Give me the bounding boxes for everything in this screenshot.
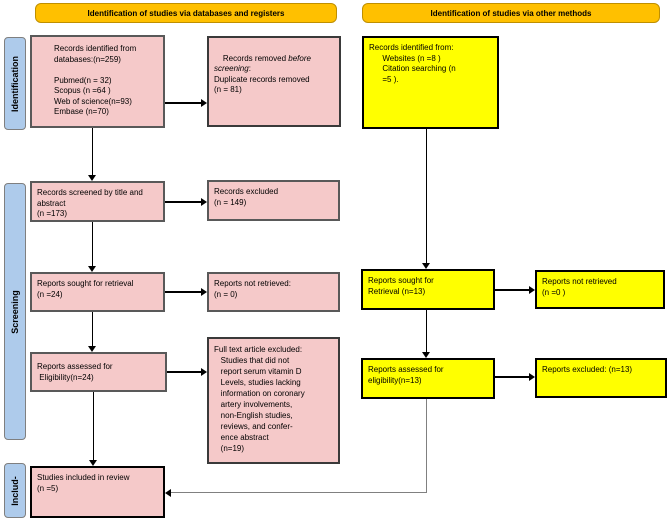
other-reports-not-retrieved-box: Reports not retrieved (n =0 ) (535, 270, 665, 309)
arrow-identified-to-screened-line (91, 128, 93, 175)
connector-otherassessed-horizontal-line (171, 491, 427, 493)
arrow-identified-to-removed-line (165, 102, 201, 104)
records-removed-italic: before screening (214, 53, 311, 74)
arrow-screened-to-sought-head-icon (88, 266, 96, 272)
arrow-identified-to-screened-head-icon (88, 175, 96, 181)
arrow-othersought-to-notretrieved-head-icon (529, 285, 535, 294)
records-excluded-box: Records excluded (n = 149) (207, 180, 340, 221)
arrow-assessed-to-included-head-icon (89, 460, 97, 466)
studies-included-box: Studies included in review (n =5) (30, 466, 165, 518)
arrow-otheridentified-to-sought-line (425, 129, 427, 263)
arrow-sought-to-notretrieved-head-icon (201, 287, 207, 296)
arrow-othersought-to-assessed-line (425, 310, 427, 352)
records-screened-box: Records screened by title and abstract (… (30, 181, 165, 222)
phase-label-included-text: Includ- (10, 475, 20, 506)
phase-label-identification-text: Identification (10, 55, 20, 112)
arrow-sought-to-notretrieved-line (165, 291, 201, 293)
arrow-screened-to-excluded-head-icon (201, 197, 207, 206)
phase-label-screening-text: Screening (10, 289, 21, 334)
arrow-identified-to-removed-head-icon (201, 98, 207, 107)
phase-label-screening: Screening (4, 183, 26, 440)
phase-label-included: Includ- (4, 463, 26, 518)
records-identified-databases-box: Records identified from databases:(n=259… (30, 35, 165, 128)
arrow-otheridentified-to-sought-head-icon (422, 263, 430, 269)
arrow-otherassessed-to-excluded-head-icon (529, 372, 535, 381)
reports-assessed-eligibility-box: Reports assessed for Eligibility(n=24) (30, 352, 167, 392)
header-other-methods: Identification of studies via other meth… (362, 3, 660, 23)
reports-sought-retrieval-box: Reports sought for retrieval (n =24) (30, 272, 165, 312)
arrow-screened-to-excluded-line (165, 201, 201, 203)
arrow-assessed-to-fulltext-line (167, 371, 201, 373)
fulltext-excluded-box: Full text article excluded: Studies that… (207, 337, 340, 464)
other-reports-excluded-box: Reports excluded: (n=13) (535, 358, 667, 398)
header-databases-registers: Identification of studies via databases … (35, 3, 337, 23)
records-identified-other-box: Records identified from: Websites (n =8 … (362, 36, 499, 129)
connector-into-included-head-icon (165, 488, 171, 497)
records-removed-before-screening-box: Records removed before screening: Duplic… (207, 36, 341, 127)
other-reports-sought-box: Reports sought for Retrieval (n=13) (361, 269, 495, 310)
phase-label-identification: Identification (4, 37, 26, 130)
arrow-othersought-to-assessed-head-icon (422, 352, 430, 358)
reports-not-retrieved-box: Reports not retrieved: (n = 0) (207, 272, 340, 312)
arrow-otherassessed-to-excluded-line (495, 376, 529, 378)
arrow-sought-to-assessed-line (91, 312, 93, 346)
connector-otherassessed-vertical-line (425, 399, 427, 493)
arrow-sought-to-assessed-head-icon (88, 346, 96, 352)
arrow-othersought-to-notretrieved-line (495, 289, 529, 291)
arrow-assessed-to-fulltext-head-icon (201, 367, 207, 376)
records-removed-suffix: : Duplicate records removed (n = 81) (214, 64, 310, 94)
records-removed-prefix: Records removed (222, 53, 289, 63)
arrow-assessed-to-included-line (92, 392, 94, 460)
other-reports-assessed-box: Reports assessed for eligibility(n=13) (361, 358, 495, 399)
arrow-screened-to-sought-line (91, 222, 93, 266)
